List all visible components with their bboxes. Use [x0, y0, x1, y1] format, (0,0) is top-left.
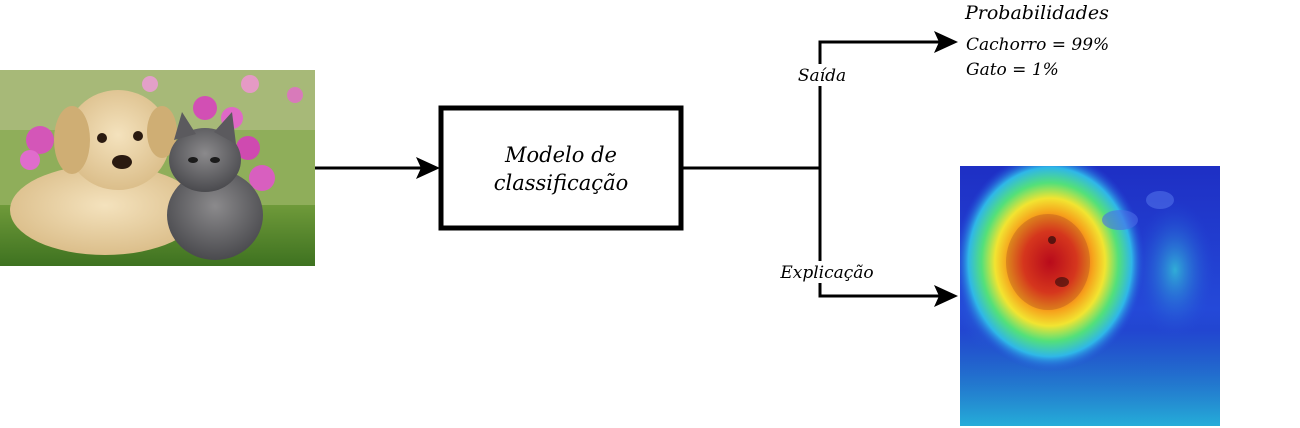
label-output: Saída	[798, 66, 846, 86]
probability-cat: Gato = 1%	[966, 60, 1059, 80]
arrow-input-to-model	[315, 157, 440, 179]
model-label-line1: Modelo de	[504, 143, 617, 167]
connector-explanation	[818, 168, 940, 298]
input-photo	[0, 70, 315, 266]
model-label-line2: classificação	[494, 171, 628, 195]
probability-dog: Cachorro = 99%	[966, 35, 1109, 55]
arrow-head-output	[934, 31, 958, 53]
heatmap-image	[960, 166, 1220, 426]
label-explanation: Explicação	[779, 263, 873, 283]
connector-output	[818, 40, 940, 168]
probabilities-title: Probabilidades	[964, 2, 1109, 24]
model-box: Modelo de classificação	[438, 105, 684, 231]
probabilities-block: Probabilidades Cachorro = 99% Gato = 1%	[964, 2, 1109, 80]
branch-connectors	[681, 40, 940, 298]
arrow-head-explanation	[934, 285, 958, 307]
